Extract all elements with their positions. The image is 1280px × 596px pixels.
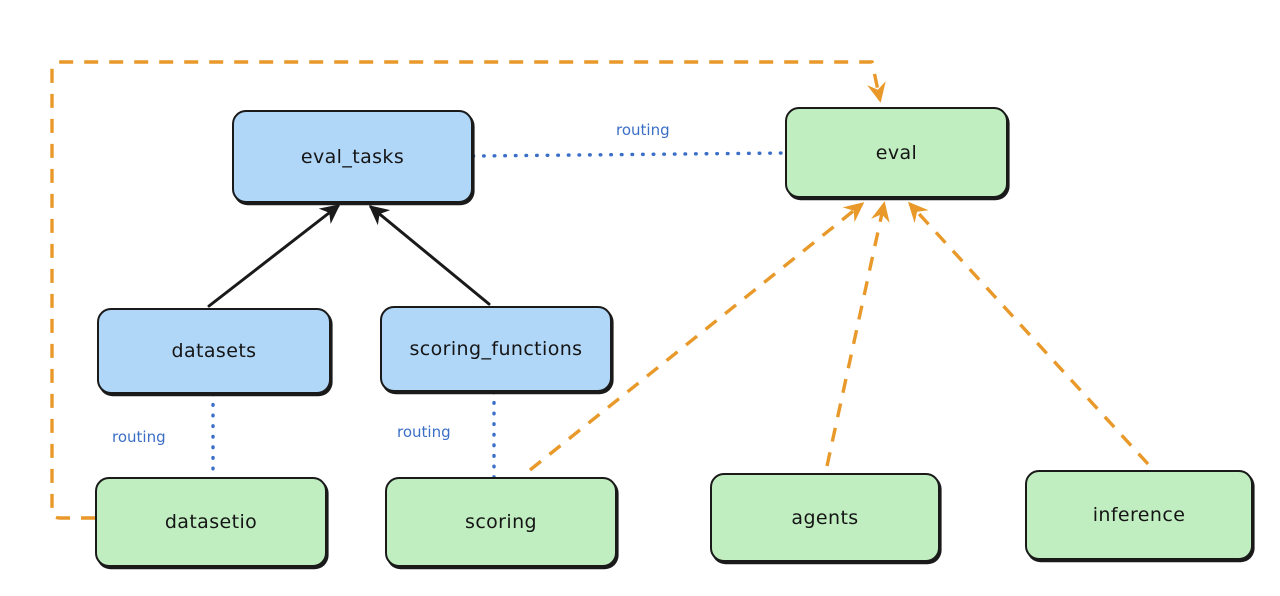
edge-inference-eval xyxy=(907,201,1150,466)
edge-label-routing-eval: routing xyxy=(616,121,670,139)
node-scoring_functions[interactable]: scoring_functions xyxy=(380,306,612,392)
node-label: eval_tasks xyxy=(300,145,405,168)
node-label: scoring_functions xyxy=(409,338,583,360)
edge-label-routing-scoring: routing xyxy=(397,423,451,441)
node-label: inference xyxy=(1092,504,1186,526)
node-label: datasets xyxy=(171,340,257,362)
node-eval[interactable]: eval xyxy=(785,107,1008,198)
node-scoring[interactable]: scoring xyxy=(385,477,617,567)
edge-scoring_functions-eval_tasks xyxy=(368,205,491,306)
node-eval_tasks[interactable]: eval_tasks xyxy=(232,110,473,203)
node-label: datasetio xyxy=(164,511,258,533)
node-agents[interactable]: agents xyxy=(710,473,940,562)
edge-eval_tasks-eval xyxy=(471,151,787,158)
edge-agents-eval xyxy=(825,201,890,467)
edge-label-routing-datasetio: routing xyxy=(112,428,166,446)
node-label: scoring xyxy=(465,511,537,533)
node-inference[interactable]: inference xyxy=(1025,470,1253,560)
edge-datasets-eval_tasks xyxy=(207,204,341,308)
node-datasets[interactable]: datasets xyxy=(97,308,331,394)
node-datasetio[interactable]: datasetio xyxy=(95,477,327,567)
node-label: eval xyxy=(875,141,918,164)
node-label: agents xyxy=(791,506,859,529)
